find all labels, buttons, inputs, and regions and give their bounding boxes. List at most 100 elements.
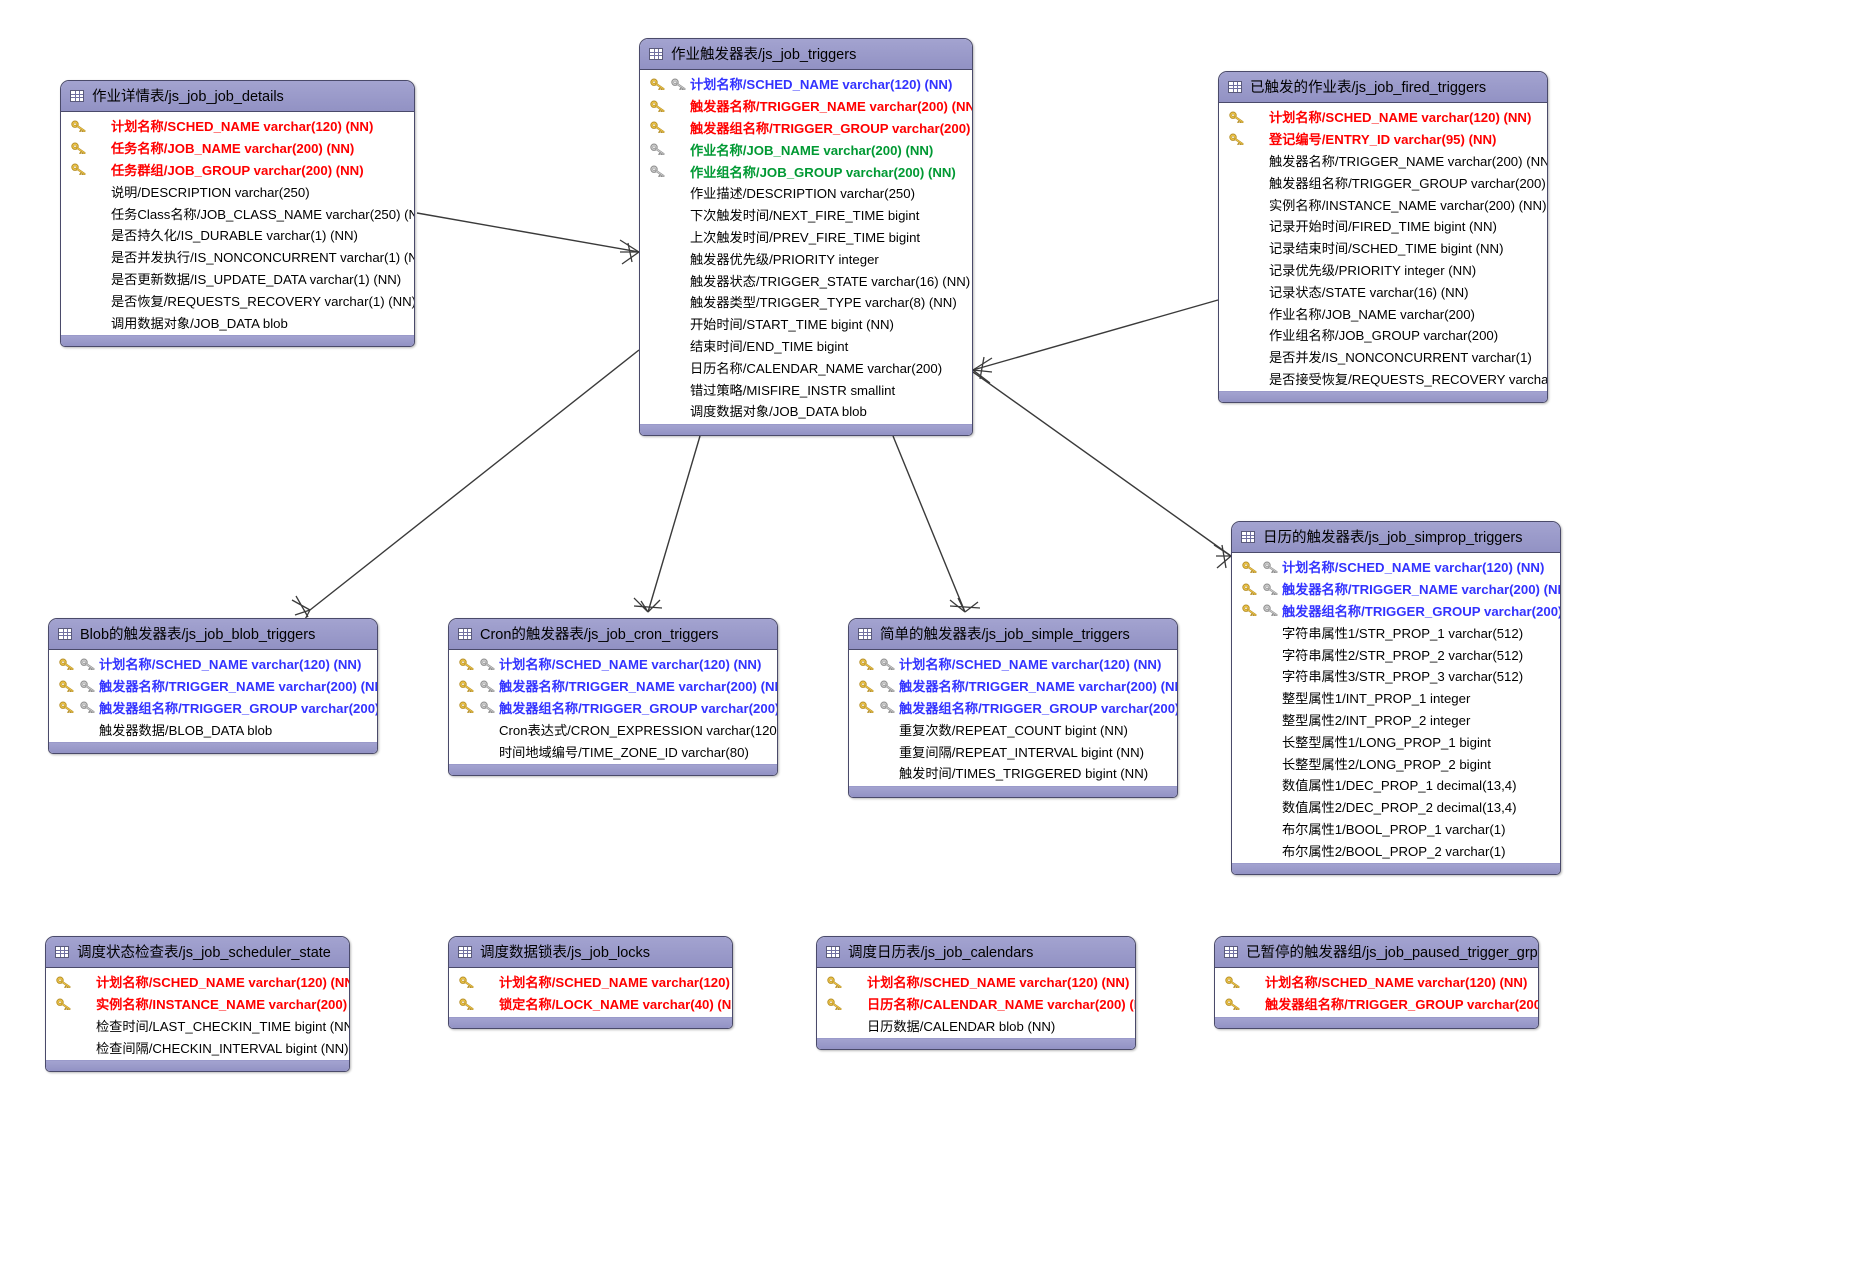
- attribute-row[interactable]: 字符串属性3/STR_PROP_3 varchar(512): [1232, 665, 1560, 687]
- attribute-row[interactable]: 触发器组名称/TRIGGER_GROUP varchar(200) (NN): [449, 697, 777, 719]
- attribute-row[interactable]: 日历名称/CALENDAR_NAME varchar(200): [640, 356, 972, 378]
- attribute-row[interactable]: 实例名称/INSTANCE_NAME varchar(200) (NN): [1219, 193, 1547, 215]
- attribute-row[interactable]: 触发器组名称/TRIGGER_GROUP varchar(200) (NN): [1215, 993, 1538, 1015]
- attribute-row[interactable]: 触发器名称/TRIGGER_NAME varchar(200) (NN): [849, 675, 1177, 697]
- attribute-row[interactable]: 任务群组/JOB_GROUP varchar(200) (NN): [61, 159, 414, 181]
- attribute-row[interactable]: 时间地域编号/TIME_ZONE_ID varchar(80): [449, 740, 777, 762]
- attribute-row[interactable]: 计划名称/SCHED_NAME varchar(120) (NN): [849, 653, 1177, 675]
- attribute-row[interactable]: 说明/DESCRIPTION varchar(250): [61, 180, 414, 202]
- attribute-row[interactable]: 登记编号/ENTRY_ID varchar(95) (NN): [1219, 128, 1547, 150]
- entity-header-fired_triggers[interactable]: 已触发的作业表/js_job_fired_triggers: [1219, 72, 1547, 103]
- attribute-row[interactable]: 实例名称/INSTANCE_NAME varchar(200) (NN): [46, 993, 349, 1015]
- attribute-row[interactable]: 是否并发执行/IS_NONCONCURRENT varchar(1) (NN): [61, 246, 414, 268]
- attribute-row[interactable]: 记录结束时间/SCHED_TIME bigint (NN): [1219, 237, 1547, 259]
- entity-simple_triggers[interactable]: 简单的触发器表/js_job_simple_triggers 计划名称/SCHED…: [848, 618, 1178, 798]
- attribute-row[interactable]: 计划名称/SCHED_NAME varchar(120) (NN): [817, 971, 1135, 993]
- attribute-row[interactable]: 触发器类型/TRIGGER_TYPE varchar(8) (NN): [640, 291, 972, 313]
- attribute-row[interactable]: 计划名称/SCHED_NAME varchar(120) (NN): [46, 971, 349, 993]
- entity-header-paused_trigger_grps[interactable]: 已暂停的触发器组/js_job_paused_trigger_grps: [1215, 937, 1538, 968]
- entity-header-job_triggers[interactable]: 作业触发器表/js_job_triggers: [640, 39, 972, 70]
- entity-header-cron_triggers[interactable]: Cron的触发器表/js_job_cron_triggers: [449, 619, 777, 650]
- attribute-row[interactable]: 触发器优先级/PRIORITY integer: [640, 247, 972, 269]
- attribute-row[interactable]: 作业组名称/JOB_GROUP varchar(200): [1219, 324, 1547, 346]
- attribute-row[interactable]: 计划名称/SCHED_NAME varchar(120) (NN): [61, 115, 414, 137]
- attribute-row[interactable]: 触发器名称/TRIGGER_NAME varchar(200) (NN): [1219, 150, 1547, 172]
- entity-header-locks[interactable]: 调度数据锁表/js_job_locks: [449, 937, 732, 968]
- entity-header-scheduler_state[interactable]: 调度状态检查表/js_job_scheduler_state: [46, 937, 349, 968]
- attribute-row[interactable]: 整型属性2/INT_PROP_2 integer: [1232, 709, 1560, 731]
- attribute-row[interactable]: 开始时间/START_TIME bigint (NN): [640, 313, 972, 335]
- attribute-row[interactable]: 任务Class名称/JOB_CLASS_NAME varchar(250) (N…: [61, 202, 414, 224]
- entity-paused_trigger_grps[interactable]: 已暂停的触发器组/js_job_paused_trigger_grps 计划名称/…: [1214, 936, 1539, 1029]
- entity-scheduler_state[interactable]: 调度状态检查表/js_job_scheduler_state 计划名称/SCHED…: [45, 936, 350, 1073]
- entity-locks[interactable]: 调度数据锁表/js_job_locks 计划名称/SCHED_NAME varch…: [448, 936, 733, 1029]
- attribute-row[interactable]: 记录开始时间/FIRED_TIME bigint (NN): [1219, 215, 1547, 237]
- attribute-row[interactable]: 整型属性1/INT_PROP_1 integer: [1232, 687, 1560, 709]
- entity-header-simprop_triggers[interactable]: 日历的触发器表/js_job_simprop_triggers: [1232, 522, 1560, 553]
- entity-header-job_details[interactable]: 作业详情表/js_job_job_details: [61, 81, 414, 112]
- attribute-row[interactable]: 触发器名称/TRIGGER_NAME varchar(200) (NN): [640, 95, 972, 117]
- attribute-row[interactable]: 是否接受恢复/REQUESTS_RECOVERY varchar(1): [1219, 368, 1547, 390]
- attribute-row[interactable]: 计划名称/SCHED_NAME varchar(120) (NN): [1215, 971, 1538, 993]
- attribute-row[interactable]: 计划名称/SCHED_NAME varchar(120) (NN): [449, 653, 777, 675]
- attribute-row[interactable]: 结束时间/END_TIME bigint: [640, 335, 972, 357]
- attribute-row[interactable]: 触发器组名称/TRIGGER_GROUP varchar(200) (NN): [849, 697, 1177, 719]
- attribute-row[interactable]: 记录优先级/PRIORITY integer (NN): [1219, 259, 1547, 281]
- attribute-row[interactable]: 触发器组名称/TRIGGER_GROUP varchar(200) (NN): [1232, 600, 1560, 622]
- attribute-row[interactable]: 作业描述/DESCRIPTION varchar(250): [640, 182, 972, 204]
- entity-blob_triggers[interactable]: Blob的触发器表/js_job_blob_triggers 计划名称/SCHED…: [48, 618, 378, 755]
- attribute-row[interactable]: 计划名称/SCHED_NAME varchar(120) (NN): [1219, 106, 1547, 128]
- attribute-row[interactable]: 字符串属性2/STR_PROP_2 varchar(512): [1232, 643, 1560, 665]
- attribute-row[interactable]: 锁定名称/LOCK_NAME varchar(40) (NN): [449, 993, 732, 1015]
- attribute-row[interactable]: 任务名称/JOB_NAME varchar(200) (NN): [61, 137, 414, 159]
- attribute-row[interactable]: 数值属性1/DEC_PROP_1 decimal(13,4): [1232, 774, 1560, 796]
- entity-cron_triggers[interactable]: Cron的触发器表/js_job_cron_triggers 计划名称/SCHED…: [448, 618, 778, 776]
- attribute-row[interactable]: 重复间隔/REPEAT_INTERVAL bigint (NN): [849, 740, 1177, 762]
- entity-simprop_triggers[interactable]: 日历的触发器表/js_job_simprop_triggers 计划名称/SCHE…: [1231, 521, 1561, 876]
- attribute-row[interactable]: 触发器组名称/TRIGGER_GROUP varchar(200) (NN): [1219, 171, 1547, 193]
- attribute-row[interactable]: 检查间隔/CHECKIN_INTERVAL bigint (NN): [46, 1036, 349, 1058]
- attribute-row[interactable]: 重复次数/REPEAT_COUNT bigint (NN): [849, 718, 1177, 740]
- attribute-row[interactable]: 触发器名称/TRIGGER_NAME varchar(200) (NN): [1232, 578, 1560, 600]
- attribute-row[interactable]: 日历数据/CALENDAR blob (NN): [817, 1015, 1135, 1037]
- attribute-row[interactable]: 触发器数据/BLOB_DATA blob: [49, 718, 377, 740]
- entity-header-calendars[interactable]: 调度日历表/js_job_calendars: [817, 937, 1135, 968]
- attribute-row[interactable]: 检查时间/LAST_CHECKIN_TIME bigint (NN): [46, 1015, 349, 1037]
- attribute-row[interactable]: 作业名称/JOB_NAME varchar(200): [1219, 302, 1547, 324]
- attribute-row[interactable]: 上次触发时间/PREV_FIRE_TIME bigint: [640, 226, 972, 248]
- attribute-row[interactable]: 计划名称/SCHED_NAME varchar(120) (NN): [449, 971, 732, 993]
- attribute-row[interactable]: 作业名称/JOB_NAME varchar(200) (NN): [640, 138, 972, 160]
- attribute-row[interactable]: 计划名称/SCHED_NAME varchar(120) (NN): [640, 73, 972, 95]
- attribute-row[interactable]: Cron表达式/CRON_EXPRESSION varchar(120) (NN…: [449, 718, 777, 740]
- attribute-row[interactable]: 触发器名称/TRIGGER_NAME varchar(200) (NN): [49, 675, 377, 697]
- attribute-row[interactable]: 错过策略/MISFIRE_INSTR smallint: [640, 378, 972, 400]
- attribute-row[interactable]: 布尔属性1/BOOL_PROP_1 varchar(1): [1232, 818, 1560, 840]
- attribute-row[interactable]: 是否更新数据/IS_UPDATE_DATA varchar(1) (NN): [61, 268, 414, 290]
- entity-calendars[interactable]: 调度日历表/js_job_calendars 计划名称/SCHED_NAME va…: [816, 936, 1136, 1051]
- attribute-row[interactable]: 是否恢复/REQUESTS_RECOVERY varchar(1) (NN): [61, 289, 414, 311]
- entity-job_triggers[interactable]: 作业触发器表/js_job_triggers 计划名称/SCHED_NAME va…: [639, 38, 973, 436]
- attribute-row[interactable]: 布尔属性2/BOOL_PROP_2 varchar(1): [1232, 839, 1560, 861]
- attribute-row[interactable]: 字符串属性1/STR_PROP_1 varchar(512): [1232, 621, 1560, 643]
- attribute-row[interactable]: 长整型属性2/LONG_PROP_2 bigint: [1232, 752, 1560, 774]
- attribute-row[interactable]: 计划名称/SCHED_NAME varchar(120) (NN): [1232, 556, 1560, 578]
- attribute-row[interactable]: 计划名称/SCHED_NAME varchar(120) (NN): [49, 653, 377, 675]
- attribute-row[interactable]: 触发器组名称/TRIGGER_GROUP varchar(200) (NN): [49, 697, 377, 719]
- attribute-row[interactable]: 调用数据对象/JOB_DATA blob: [61, 311, 414, 333]
- entity-header-simple_triggers[interactable]: 简单的触发器表/js_job_simple_triggers: [849, 619, 1177, 650]
- attribute-row[interactable]: 触发器名称/TRIGGER_NAME varchar(200) (NN): [449, 675, 777, 697]
- entity-fired_triggers[interactable]: 已触发的作业表/js_job_fired_triggers 计划名称/SCHED_…: [1218, 71, 1548, 404]
- attribute-row[interactable]: 是否持久化/IS_DURABLE varchar(1) (NN): [61, 224, 414, 246]
- attribute-row[interactable]: 作业组名称/JOB_GROUP varchar(200) (NN): [640, 160, 972, 182]
- attribute-row[interactable]: 记录状态/STATE varchar(16) (NN): [1219, 280, 1547, 302]
- attribute-row[interactable]: 是否并发/IS_NONCONCURRENT varchar(1): [1219, 346, 1547, 368]
- attribute-row[interactable]: 触发时间/TIMES_TRIGGERED bigint (NN): [849, 762, 1177, 784]
- entity-job_details[interactable]: 作业详情表/js_job_job_details 计划名称/SCHED_NAME …: [60, 80, 415, 347]
- attribute-row[interactable]: 日历名称/CALENDAR_NAME varchar(200) (NN): [817, 993, 1135, 1015]
- attribute-row[interactable]: 下次触发时间/NEXT_FIRE_TIME bigint: [640, 204, 972, 226]
- attribute-row[interactable]: 长整型属性1/LONG_PROP_1 bigint: [1232, 730, 1560, 752]
- attribute-row[interactable]: 数值属性2/DEC_PROP_2 decimal(13,4): [1232, 796, 1560, 818]
- attribute-row[interactable]: 触发器组名称/TRIGGER_GROUP varchar(200) (NN): [640, 117, 972, 139]
- entity-header-blob_triggers[interactable]: Blob的触发器表/js_job_blob_triggers: [49, 619, 377, 650]
- attribute-row[interactable]: 触发器状态/TRIGGER_STATE varchar(16) (NN): [640, 269, 972, 291]
